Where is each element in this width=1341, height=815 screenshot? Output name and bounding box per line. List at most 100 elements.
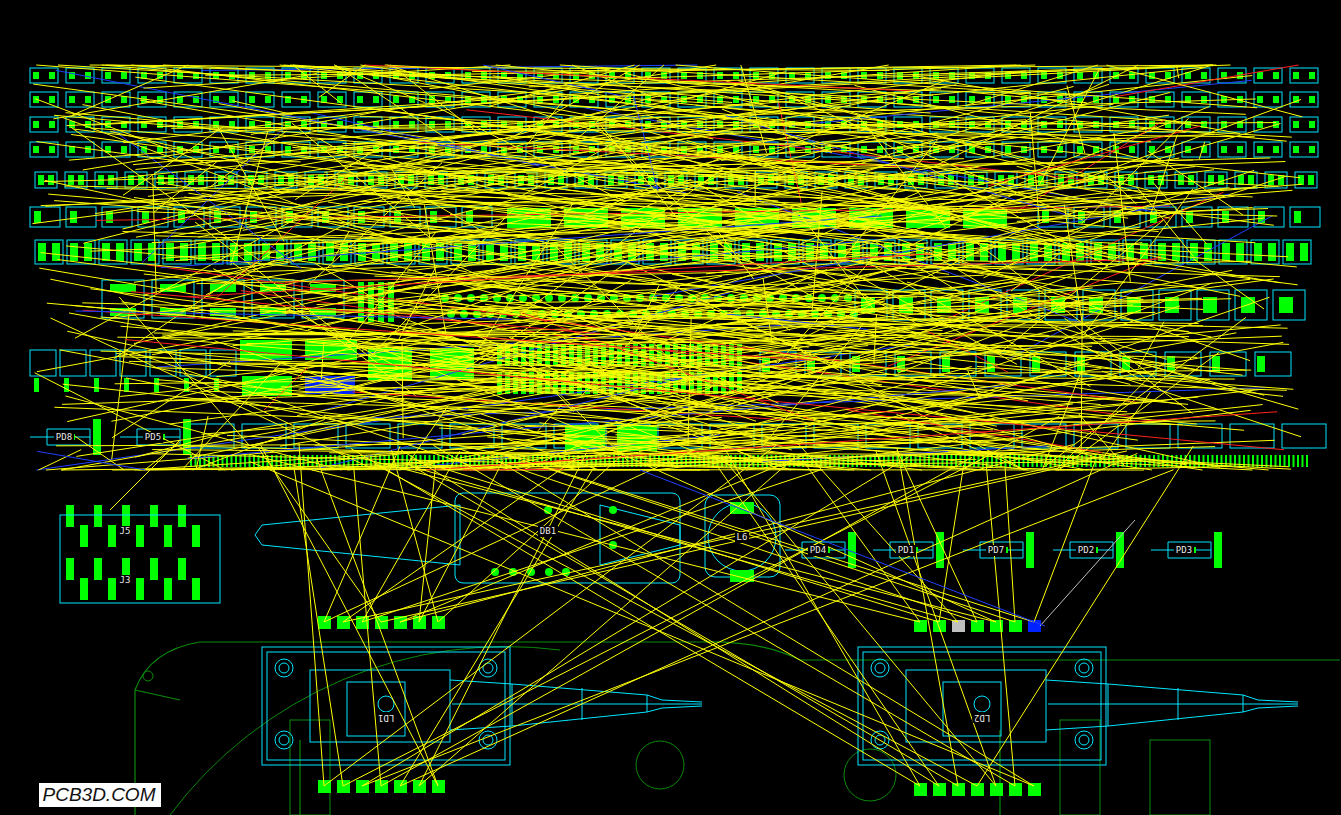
part-outline — [1218, 68, 1246, 83]
pad — [1300, 243, 1308, 261]
ratsnest-line — [299, 443, 324, 786]
ratsnest-line — [321, 342, 323, 379]
ratsnest-line — [62, 117, 402, 243]
ratsnest-line — [621, 156, 737, 185]
pad — [1238, 175, 1244, 185]
ratsnest-line — [174, 400, 1182, 425]
pad — [1279, 455, 1281, 467]
ratsnest-line — [746, 410, 1251, 470]
mount-hole — [1075, 731, 1093, 749]
pad — [357, 96, 363, 103]
pad — [121, 72, 127, 79]
pad — [150, 558, 158, 580]
ratsnest-line — [370, 109, 1274, 225]
pad — [373, 96, 379, 103]
ratsnest-line — [119, 357, 1287, 391]
ratsnest-line — [285, 259, 1162, 282]
pad — [249, 455, 251, 467]
ratsnest-line — [1138, 322, 1164, 368]
pad — [573, 146, 579, 153]
ratsnest-line — [483, 351, 1131, 401]
part-outline — [102, 142, 130, 157]
ratsnest-line — [477, 336, 780, 470]
ratsnest-line — [676, 65, 1258, 108]
mount-hole — [275, 731, 293, 749]
diode-outline — [1151, 542, 1211, 558]
ratsnest-line — [554, 245, 694, 383]
pad — [168, 175, 174, 185]
pad — [1294, 211, 1301, 223]
pad — [38, 175, 44, 185]
ratsnest-line — [883, 142, 1108, 266]
pad — [1201, 72, 1207, 79]
pad — [1278, 175, 1284, 185]
ratsnest-line — [907, 282, 1167, 359]
ratsnest-line — [789, 97, 1083, 220]
pad — [393, 96, 399, 103]
ratsnest-line — [126, 340, 1284, 450]
ratsnest-line — [65, 186, 1146, 202]
ratsnest-line — [396, 196, 1235, 299]
pad — [973, 455, 975, 467]
pad — [49, 146, 55, 153]
ratsnest-line — [36, 142, 1027, 279]
pad — [66, 505, 74, 527]
ratsnest-line — [697, 304, 1010, 314]
pad — [1212, 356, 1220, 372]
pad — [70, 243, 78, 261]
ratsnest-line — [1069, 170, 1254, 231]
pad — [1273, 96, 1279, 103]
part-outline — [1290, 117, 1318, 132]
pad — [1093, 96, 1099, 103]
part-outline — [390, 117, 418, 132]
part-outline — [1150, 740, 1210, 815]
pad — [49, 96, 55, 103]
part-outline — [1290, 142, 1318, 157]
pad — [1041, 72, 1047, 79]
pad — [1239, 455, 1241, 467]
pad — [1279, 297, 1293, 313]
pad — [1234, 455, 1236, 467]
pad — [1028, 783, 1041, 796]
part-outline — [1290, 92, 1318, 107]
pad — [1185, 96, 1191, 103]
ratsnest-line — [293, 65, 342, 104]
ratsnest-line — [850, 363, 1088, 429]
ratsnest-line — [879, 397, 1106, 460]
pad — [321, 72, 327, 79]
pad — [49, 121, 55, 128]
part-outline — [1155, 240, 1183, 264]
pad — [1093, 121, 1099, 128]
pad — [110, 284, 136, 292]
ratsnest-line — [82, 105, 759, 235]
pad — [1248, 175, 1254, 185]
ratsnest-line — [428, 103, 625, 202]
part-outline — [1251, 240, 1279, 264]
ratsnest-line — [592, 441, 996, 622]
part-outline — [30, 92, 58, 107]
pad — [465, 72, 471, 79]
part-outline — [1254, 142, 1282, 157]
pad — [432, 780, 445, 793]
pad — [178, 505, 186, 527]
pad — [192, 525, 200, 547]
pad — [52, 243, 60, 261]
ratsnest-line — [134, 65, 1020, 123]
mount-hole — [279, 663, 289, 673]
pad — [136, 578, 144, 600]
ratsnest-line — [630, 326, 887, 329]
ratsnest-line — [1084, 189, 1193, 334]
ratsnest-line — [162, 187, 1257, 258]
part-outline — [1295, 172, 1317, 188]
ratsnest-line — [193, 419, 325, 470]
pad — [80, 578, 88, 600]
pad — [1230, 455, 1232, 467]
pad — [66, 558, 74, 580]
ratsnest-line — [41, 253, 1210, 380]
ratsnest-line — [503, 454, 1015, 622]
part-outline — [125, 172, 147, 188]
ratsnest-line — [75, 212, 308, 338]
ratsnest-line — [47, 303, 541, 347]
part-outline — [1159, 290, 1191, 320]
